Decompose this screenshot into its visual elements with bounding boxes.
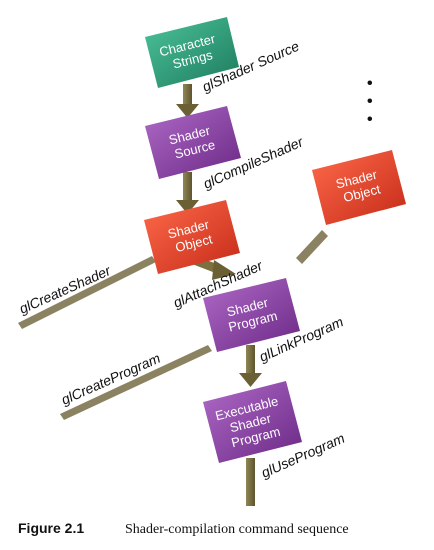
arrow-program-to-executable — [239, 345, 262, 387]
character-strings-node: Character Strings — [145, 17, 239, 88]
side-object-shaft — [296, 230, 328, 264]
create-shader-shaft — [18, 256, 156, 329]
ellipsis-dot-3: • — [367, 111, 373, 128]
shader-program-node: Shader Program — [203, 278, 300, 352]
shader-source-node: Shader Source — [145, 106, 241, 179]
create-program-shaft — [60, 345, 212, 420]
shader-object-side-node: Shader Object — [312, 150, 406, 225]
ellipsis-dot-1: • — [367, 75, 373, 92]
arrow-source-to-object — [176, 172, 199, 214]
shader-object-node: Shader Object — [144, 200, 240, 274]
figure-caption: Shader-compilation command sequence — [125, 522, 349, 537]
executable-program-node: Executable Shader Program — [203, 381, 302, 463]
arrow-strings-to-source — [176, 84, 199, 118]
figure-label: Figure 2.1 — [18, 520, 84, 536]
ellipsis-dot-2: • — [367, 93, 373, 110]
executable-output-shaft — [246, 458, 255, 506]
